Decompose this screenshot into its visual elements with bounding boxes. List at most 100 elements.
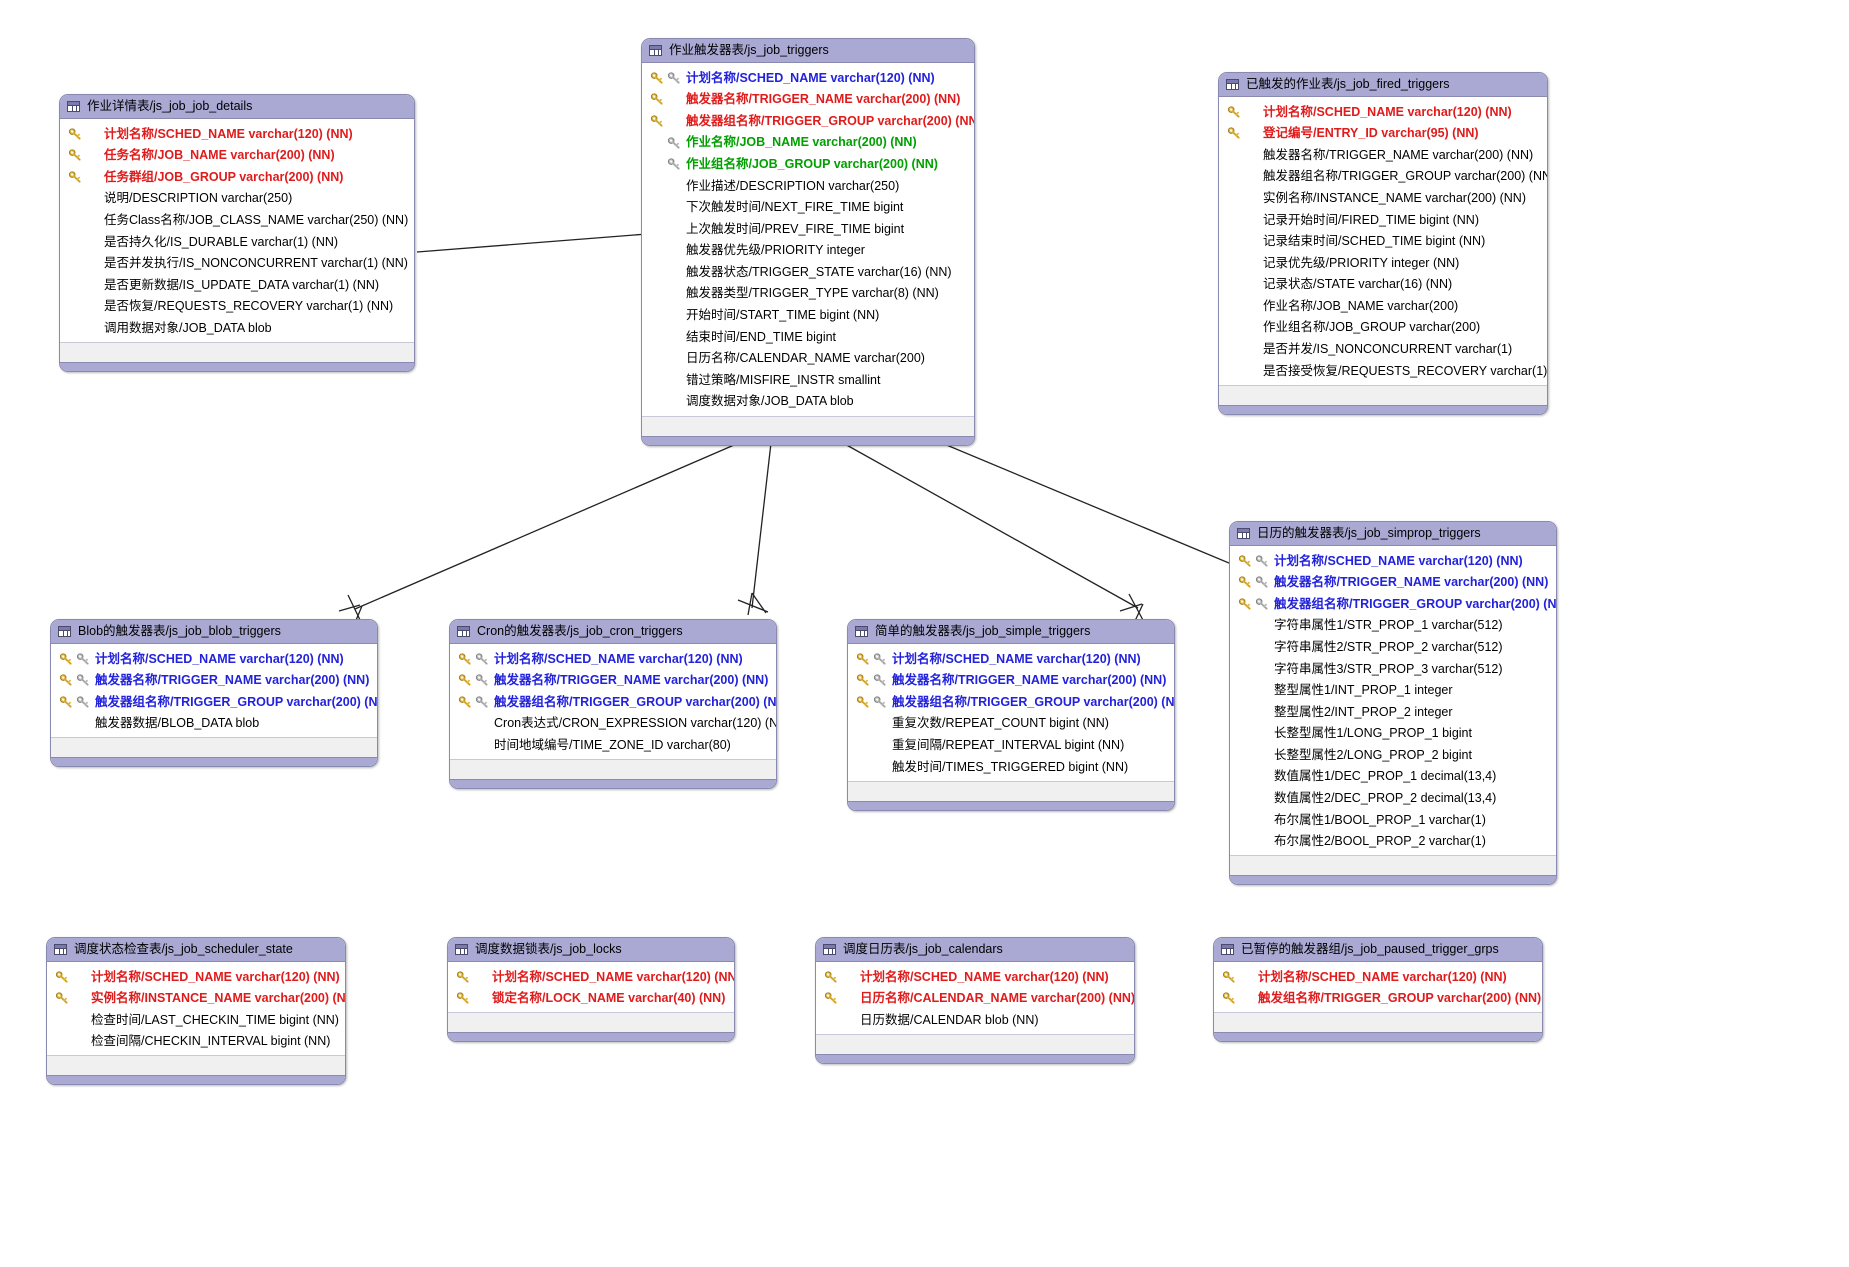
attribute-row[interactable]: 作业描述/DESCRIPTION varchar(250) [642,175,974,197]
attribute-row[interactable]: 计划名称/SCHED_NAME varchar(120) (NN) [60,123,414,145]
entity-table-job_details[interactable]: 作业详情表/js_job_job_details 计划名称/SCHED_NAME … [59,94,415,372]
attribute-row[interactable]: 触发器组名称/TRIGGER_GROUP varchar(200) (NN) [848,691,1174,713]
entity-header-cron_triggers[interactable]: Cron的触发器表/js_job_cron_triggers [450,620,776,644]
attribute-row[interactable]: 日历数据/CALENDAR blob (NN) [816,1009,1134,1031]
attribute-row[interactable]: 触发器名称/TRIGGER_NAME varchar(200) (NN) [848,670,1174,692]
entity-header-job_triggers[interactable]: 作业触发器表/js_job_triggers [642,39,974,63]
attribute-row[interactable]: 是否更新数据/IS_UPDATE_DATA varchar(1) (NN) [60,274,414,296]
entity-header-locks[interactable]: 调度数据锁表/js_job_locks [448,938,734,962]
attribute-row[interactable]: 作业名称/JOB_NAME varchar(200) (NN) [642,132,974,154]
attribute-row[interactable]: 触发器名称/TRIGGER_NAME varchar(200) (NN) [450,670,776,692]
attribute-row[interactable]: Cron表达式/CRON_EXPRESSION varchar(120) (NN… [450,713,776,735]
attribute-row[interactable]: 触发器组名称/TRIGGER_GROUP varchar(200) (NN) [450,691,776,713]
attribute-row[interactable]: 检查间隔/CHECKIN_INTERVAL bigint (NN) [47,1031,345,1053]
attribute-row[interactable]: 字符串属性2/STR_PROP_2 varchar(512) [1230,636,1556,658]
attribute-row[interactable]: 开始时间/START_TIME bigint (NN) [642,305,974,327]
attribute-row[interactable]: 计划名称/SCHED_NAME varchar(120) (NN) [51,648,377,670]
attribute-row[interactable]: 结束时间/END_TIME bigint [642,326,974,348]
attribute-row[interactable]: 下次触发时间/NEXT_FIRE_TIME bigint [642,197,974,219]
attribute-row[interactable]: 日历名称/CALENDAR_NAME varchar(200) [642,348,974,370]
attribute-row[interactable]: 长整型属性2/LONG_PROP_2 bigint [1230,744,1556,766]
attribute-row[interactable]: 是否并发执行/IS_NONCONCURRENT varchar(1) (NN) [60,253,414,275]
entity-header-blob_triggers[interactable]: Blob的触发器表/js_job_blob_triggers [51,620,377,644]
attribute-row[interactable]: 记录优先级/PRIORITY integer (NN) [1219,252,1547,274]
attribute-row[interactable]: 调度数据对象/JOB_DATA blob [642,391,974,413]
entity-table-scheduler_state[interactable]: 调度状态检查表/js_job_scheduler_state 计划名称/SCHED… [46,937,346,1086]
attribute-row[interactable]: 重复次数/REPEAT_COUNT bigint (NN) [848,713,1174,735]
entity-table-fired_triggers[interactable]: 已触发的作业表/js_job_fired_triggers 计划名称/SCHED_… [1218,72,1548,415]
attribute-row[interactable]: 计划名称/SCHED_NAME varchar(120) (NN) [1214,966,1542,988]
attribute-row[interactable]: 是否接受恢复/REQUESTS_RECOVERY varchar(1) [1219,360,1547,382]
attribute-row[interactable]: 登记编号/ENTRY_ID varchar(95) (NN) [1219,123,1547,145]
attribute-row[interactable]: 记录开始时间/FIRED_TIME bigint (NN) [1219,209,1547,231]
attribute-row[interactable]: 作业组名称/JOB_GROUP varchar(200) [1219,317,1547,339]
attribute-row[interactable]: 触发器组名称/TRIGGER_GROUP varchar(200) (NN) [642,110,974,132]
attribute-row[interactable]: 计划名称/SCHED_NAME varchar(120) (NN) [1219,101,1547,123]
attribute-row[interactable]: 说明/DESCRIPTION varchar(250) [60,188,414,210]
attribute-row[interactable]: 整型属性2/INT_PROP_2 integer [1230,701,1556,723]
attribute-row[interactable]: 任务名称/JOB_NAME varchar(200) (NN) [60,145,414,167]
entity-header-job_details[interactable]: 作业详情表/js_job_job_details [60,95,414,119]
attribute-row[interactable]: 检查时间/LAST_CHECKIN_TIME bigint (NN) [47,1009,345,1031]
entity-header-simprop_triggers[interactable]: 日历的触发器表/js_job_simprop_triggers [1230,522,1556,546]
attribute-row[interactable]: 实例名称/INSTANCE_NAME varchar(200) (NN) [47,988,345,1010]
entity-table-simple_triggers[interactable]: 简单的触发器表/js_job_simple_triggers 计划名称/SCHED… [847,619,1175,811]
attribute-row[interactable]: 触发器名称/TRIGGER_NAME varchar(200) (NN) [642,89,974,111]
attribute-row[interactable]: 是否并发/IS_NONCONCURRENT varchar(1) [1219,339,1547,361]
attribute-row[interactable]: 触发器类型/TRIGGER_TYPE varchar(8) (NN) [642,283,974,305]
attribute-row[interactable]: 布尔属性1/BOOL_PROP_1 varchar(1) [1230,809,1556,831]
attribute-row[interactable]: 记录结束时间/SCHED_TIME bigint (NN) [1219,231,1547,253]
attribute-row[interactable]: 计划名称/SCHED_NAME varchar(120) (NN) [848,648,1174,670]
attribute-row[interactable]: 是否持久化/IS_DURABLE varchar(1) (NN) [60,231,414,253]
attribute-row[interactable]: 触发器名称/TRIGGER_NAME varchar(200) (NN) [1219,144,1547,166]
attribute-row[interactable]: 长整型属性1/LONG_PROP_1 bigint [1230,723,1556,745]
entity-header-simple_triggers[interactable]: 简单的触发器表/js_job_simple_triggers [848,620,1174,644]
attribute-row[interactable]: 调用数据对象/JOB_DATA blob [60,317,414,339]
attribute-row[interactable]: 触发器优先级/PRIORITY integer [642,240,974,262]
attribute-row[interactable]: 实例名称/INSTANCE_NAME varchar(200) (NN) [1219,187,1547,209]
attribute-row[interactable]: 触发器状态/TRIGGER_STATE varchar(16) (NN) [642,261,974,283]
attribute-row[interactable]: 记录状态/STATE varchar(16) (NN) [1219,274,1547,296]
attribute-row[interactable]: 计划名称/SCHED_NAME varchar(120) (NN) [448,966,734,988]
attribute-row[interactable]: 触发器名称/TRIGGER_NAME varchar(200) (NN) [51,670,377,692]
entity-table-job_triggers[interactable]: 作业触发器表/js_job_triggers 计划名称/SCHED_NAME va… [641,38,975,446]
attribute-row[interactable]: 锁定名称/LOCK_NAME varchar(40) (NN) [448,988,734,1010]
entity-table-cron_triggers[interactable]: Cron的触发器表/js_job_cron_triggers 计划名称/SCHED… [449,619,777,789]
entity-table-blob_triggers[interactable]: Blob的触发器表/js_job_blob_triggers 计划名称/SCHED… [50,619,378,768]
entity-table-locks[interactable]: 调度数据锁表/js_job_locks 计划名称/SCHED_NAME varch… [447,937,735,1043]
entity-header-paused_trigger_grps[interactable]: 已暂停的触发器组/js_job_paused_trigger_grps [1214,938,1542,962]
attribute-row[interactable]: 日历名称/CALENDAR_NAME varchar(200) (NN) [816,988,1134,1010]
attribute-row[interactable]: 计划名称/SCHED_NAME varchar(120) (NN) [816,966,1134,988]
attribute-row[interactable]: 任务群组/JOB_GROUP varchar(200) (NN) [60,166,414,188]
entity-header-fired_triggers[interactable]: 已触发的作业表/js_job_fired_triggers [1219,73,1547,97]
entity-table-simprop_triggers[interactable]: 日历的触发器表/js_job_simprop_triggers 计划名称/SCHE… [1229,521,1557,886]
attribute-row[interactable]: 数值属性1/DEC_PROP_1 decimal(13,4) [1230,766,1556,788]
attribute-row[interactable]: 上次触发时间/PREV_FIRE_TIME bigint [642,218,974,240]
entity-table-paused_trigger_grps[interactable]: 已暂停的触发器组/js_job_paused_trigger_grps 计划名称/… [1213,937,1543,1043]
attribute-row[interactable]: 触发组名称/TRIGGER_GROUP varchar(200) (NN) [1214,988,1542,1010]
attribute-row[interactable]: 作业组名称/JOB_GROUP varchar(200) (NN) [642,153,974,175]
entity-header-scheduler_state[interactable]: 调度状态检查表/js_job_scheduler_state [47,938,345,962]
attribute-row[interactable]: 计划名称/SCHED_NAME varchar(120) (NN) [450,648,776,670]
attribute-row[interactable]: 数值属性2/DEC_PROP_2 decimal(13,4) [1230,788,1556,810]
attribute-row[interactable]: 触发器组名称/TRIGGER_GROUP varchar(200) (NN) [1230,593,1556,615]
attribute-row[interactable]: 计划名称/SCHED_NAME varchar(120) (NN) [642,67,974,89]
attribute-row[interactable]: 重复间隔/REPEAT_INTERVAL bigint (NN) [848,734,1174,756]
attribute-row[interactable]: 触发器组名称/TRIGGER_GROUP varchar(200) (NN) [51,691,377,713]
attribute-row[interactable]: 整型属性1/INT_PROP_1 integer [1230,680,1556,702]
attribute-row[interactable]: 时间地域编号/TIME_ZONE_ID varchar(80) [450,734,776,756]
attribute-row[interactable]: 是否恢复/REQUESTS_RECOVERY varchar(1) (NN) [60,296,414,318]
attribute-row[interactable]: 字符串属性3/STR_PROP_3 varchar(512) [1230,658,1556,680]
attribute-row[interactable]: 错过策略/MISFIRE_INSTR smallint [642,369,974,391]
attribute-row[interactable]: 任务Class名称/JOB_CLASS_NAME varchar(250) (N… [60,209,414,231]
attribute-row[interactable]: 计划名称/SCHED_NAME varchar(120) (NN) [1230,550,1556,572]
attribute-row[interactable]: 触发器名称/TRIGGER_NAME varchar(200) (NN) [1230,572,1556,594]
attribute-row[interactable]: 作业名称/JOB_NAME varchar(200) [1219,295,1547,317]
attribute-row[interactable]: 字符串属性1/STR_PROP_1 varchar(512) [1230,615,1556,637]
attribute-row[interactable]: 布尔属性2/BOOL_PROP_2 varchar(1) [1230,831,1556,853]
attribute-row[interactable]: 触发时间/TIMES_TRIGGERED bigint (NN) [848,756,1174,778]
attribute-row[interactable]: 触发器组名称/TRIGGER_GROUP varchar(200) (NN) [1219,166,1547,188]
attribute-row[interactable]: 计划名称/SCHED_NAME varchar(120) (NN) [47,966,345,988]
attribute-row[interactable]: 触发器数据/BLOB_DATA blob [51,713,377,735]
